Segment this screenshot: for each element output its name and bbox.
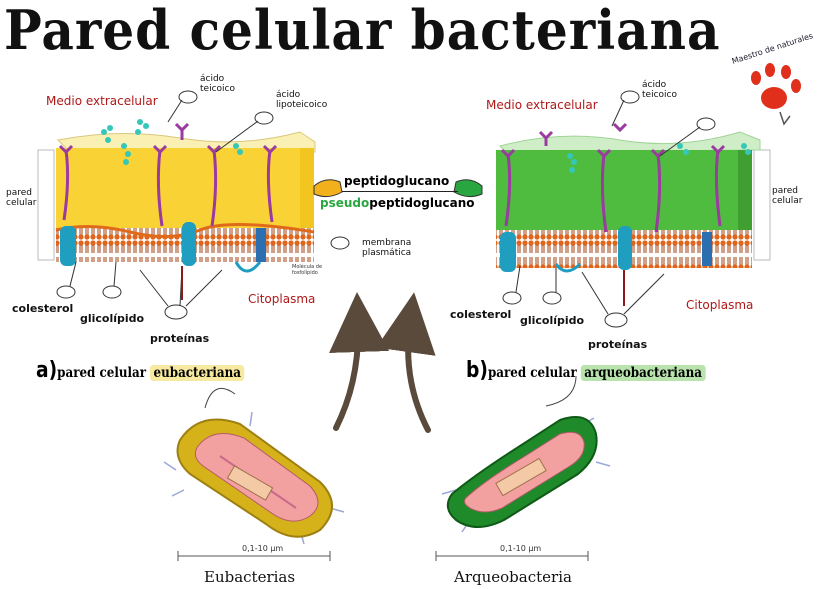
label-line: teicoico bbox=[642, 90, 677, 100]
section-a-letter: a) bbox=[36, 358, 58, 383]
section-b-header: b)pared celular arqueobacteriana bbox=[466, 358, 706, 383]
scale-bars bbox=[177, 551, 589, 561]
label-line: Molécula de bbox=[292, 264, 323, 270]
right-pared-label: pared celular bbox=[772, 186, 802, 206]
section-a-text: pared celular bbox=[57, 365, 151, 381]
label-line: teicoico bbox=[200, 84, 235, 94]
label-line: celular bbox=[6, 198, 37, 208]
label-line: pared bbox=[772, 186, 798, 196]
section-a-highlight: eubacteriana bbox=[150, 365, 245, 381]
label-line: pared bbox=[6, 188, 32, 198]
label-line: fosfolípido bbox=[292, 270, 318, 276]
caption-arqueobacteria: Arqueobacteria bbox=[454, 568, 572, 586]
center-divider bbox=[342, 191, 458, 192]
right-medio-label: Medio extracelular bbox=[486, 98, 598, 112]
right-colesterol-label: colesterol bbox=[450, 308, 512, 321]
page-title: Pared celular bacteriana bbox=[4, 0, 721, 62]
section-b-highlight: arqueobacteriana bbox=[580, 365, 706, 381]
left-acido-lipoteicoico-label: ácido lipoteicoico bbox=[276, 90, 327, 110]
label-line: lipoteicoico bbox=[276, 100, 328, 110]
membrana-label: membrana plasmática bbox=[362, 238, 411, 258]
section-b-text: pared celular bbox=[487, 365, 581, 381]
right-citoplasma-label: Citoplasma bbox=[686, 298, 754, 312]
pseudo-prefix: pseudo bbox=[320, 196, 370, 210]
pseudopeptidoglucano-label: pseudopeptidoglucano bbox=[320, 196, 475, 210]
label-line: membrana bbox=[362, 238, 412, 248]
label-line: ácido bbox=[200, 74, 225, 84]
section-b-letter: b) bbox=[466, 358, 488, 383]
scale-left-label: 0,1-10 μm bbox=[242, 544, 284, 553]
left-colesterol-label: colesterol bbox=[12, 302, 74, 315]
label-line: ácido bbox=[276, 90, 301, 100]
right-glicolipido-label: glicolípido bbox=[520, 314, 585, 327]
caption-eubacterias: Eubacterias bbox=[204, 568, 296, 586]
molecula-label: Molécula de fosfolípido bbox=[292, 264, 322, 276]
eubacteria-cell bbox=[163, 387, 345, 545]
right-proteinas-label: proteínas bbox=[588, 338, 648, 351]
label-line: celular bbox=[772, 196, 803, 206]
archaea-wall-diagram bbox=[496, 90, 771, 328]
archaea-cell bbox=[441, 375, 611, 533]
center-pointers bbox=[313, 179, 483, 198]
logo-paw bbox=[751, 63, 801, 126]
left-proteinas-label: proteínas bbox=[150, 332, 210, 345]
eubacteria-wall-diagram bbox=[37, 90, 350, 320]
evolution-arrows bbox=[329, 292, 436, 433]
left-glicolipido-label: glicolípido bbox=[80, 312, 145, 325]
pseudo-rest: peptidoglucano bbox=[369, 196, 475, 210]
label-line: plasmática bbox=[362, 248, 412, 258]
section-a-header: a)pared celular eubacteriana bbox=[36, 358, 245, 383]
left-acido-teicoico-label: ácido teicoico bbox=[200, 74, 235, 94]
left-medio-label: Medio extracelular bbox=[46, 94, 158, 108]
scale-right-label: 0,1-10 μm bbox=[500, 544, 542, 553]
left-citoplasma-label: Citoplasma bbox=[248, 292, 316, 306]
label-line: ácido bbox=[642, 80, 667, 90]
peptidoglucano-label: peptidoglucano bbox=[344, 174, 450, 188]
left-pared-label: pared celular bbox=[6, 188, 36, 208]
right-acido-teicoico-label: ácido teicoico bbox=[642, 80, 677, 100]
